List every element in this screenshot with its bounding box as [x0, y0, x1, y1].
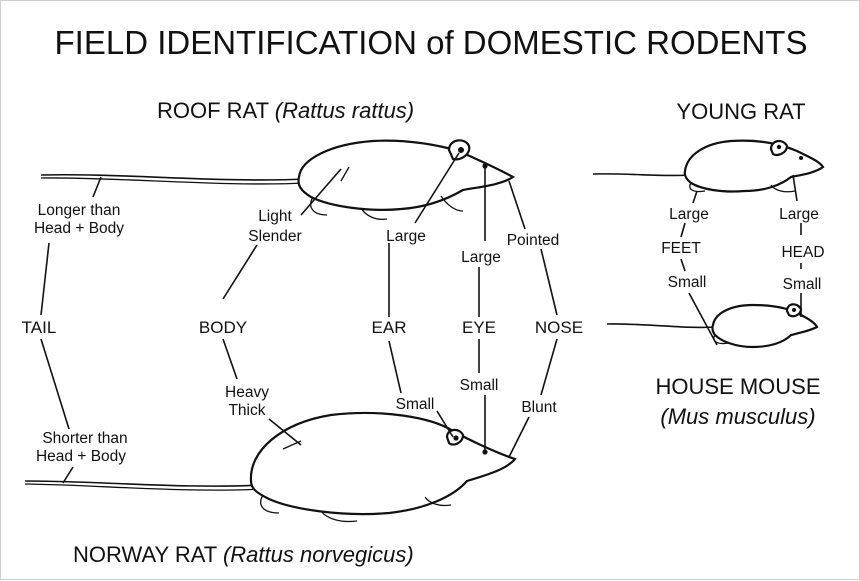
house-mouse-heading: HOUSE MOUSE	[655, 374, 820, 399]
young-rat-illustration	[592, 139, 825, 193]
tail-trait-name: TAIL	[22, 318, 57, 337]
ear-norway-label: Small	[396, 396, 435, 413]
connector-lines	[40, 152, 802, 484]
body-trait-name: BODY	[199, 318, 247, 337]
nose-roof-label: Pointed	[507, 232, 560, 249]
norway-rat-heading: NORWAY RAT (Rattus norvegicus)	[73, 542, 414, 567]
roof-rat-heading: ROOF RAT (Rattus rattus)	[157, 98, 414, 123]
feet-trait-name: FEET	[661, 240, 701, 257]
diagram-title: FIELD IDENTIFICATION of DOMESTIC RODENTS	[55, 24, 808, 61]
body-roof-label-line1: Light	[258, 208, 292, 225]
head-trait-name: HEAD	[781, 244, 824, 261]
head-mouse-label: Small	[783, 276, 822, 293]
tail-roof-label-line2: Head + Body	[34, 220, 124, 237]
house-mouse-illustration	[606, 303, 819, 349]
house-mouse-latin: (Mus musculus)	[660, 404, 815, 429]
tail-roof-label-line1: Longer than	[38, 202, 121, 219]
ear-roof-label: Large	[386, 228, 426, 245]
eye-roof-label: Large	[461, 249, 501, 266]
tail-norway-label-line2: Head + Body	[36, 448, 126, 465]
tail-norway-label-line1: Shorter than	[42, 430, 127, 447]
nose-trait-name: NOSE	[535, 318, 583, 337]
head-young-label: Large	[779, 206, 819, 223]
feet-mouse-label: Small	[668, 274, 707, 291]
norway-rat-illustration	[24, 411, 517, 523]
young-rat-heading: YOUNG RAT	[676, 99, 805, 124]
nose-norway-label: Blunt	[521, 399, 557, 416]
eye-trait-name: EYE	[462, 318, 496, 337]
body-norway-label-line1: Heavy	[225, 384, 269, 401]
roof-rat-illustration	[40, 139, 516, 221]
feet-young-label: Large	[669, 206, 709, 223]
eye-norway-label: Small	[460, 377, 499, 394]
ear-trait-name: EAR	[372, 318, 407, 337]
body-roof-label-line2: Slender	[248, 228, 301, 245]
body-norway-label-line2: Thick	[228, 402, 265, 419]
